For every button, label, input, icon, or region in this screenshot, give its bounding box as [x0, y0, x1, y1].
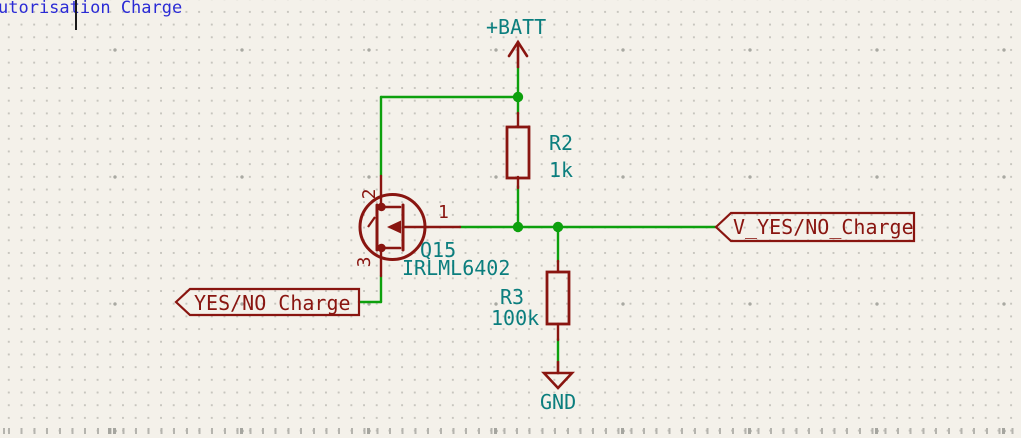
batt-label[interactable]: +BATT: [486, 15, 547, 39]
q15-pin-number-right: 1: [438, 202, 449, 223]
wire-net-gate-divider[interactable]: [458, 184, 718, 264]
global-label-output-shape[interactable]: [714, 211, 916, 243]
global-label-input-shape[interactable]: [174, 287, 361, 317]
q15-value[interactable]: IRLML6402: [402, 256, 511, 280]
r3-ref[interactable]: R3: [500, 285, 525, 309]
resistor-r2[interactable]: [505, 111, 531, 190]
gnd-label[interactable]: GND: [540, 390, 577, 414]
resistor-r3[interactable]: [545, 259, 571, 342]
r3-value[interactable]: 100k: [491, 306, 540, 330]
q15-contact-dot: [377, 202, 386, 212]
power-symbol-batt[interactable]: [507, 39, 529, 69]
junction-dot: [552, 221, 564, 233]
wire-net-batt[interactable]: [379, 65, 520, 178]
wire-net-input[interactable]: [357, 274, 383, 304]
power-symbol-gnd[interactable]: [541, 360, 575, 390]
r2-value[interactable]: 1k: [549, 158, 574, 182]
r3-body[interactable]: [545, 270, 571, 326]
q15-gate-tick: [367, 216, 376, 228]
grid-edge-dashes: [0, 428, 1021, 434]
q15-pin-number-top: 2: [359, 188, 380, 200]
q15-pin-number-bottom: 3: [354, 256, 375, 268]
q15-contact-dot: [377, 243, 386, 253]
gnd-triangle-icon: [541, 371, 575, 390]
r2-body[interactable]: [505, 125, 531, 180]
q15-ref[interactable]: Q15: [420, 238, 457, 262]
r2-ref[interactable]: R2: [549, 131, 574, 155]
batt-arrow-icon: [507, 39, 529, 58]
sheet-title-text[interactable]: utorisation Charge: [0, 0, 183, 18]
junction-dot: [512, 91, 524, 103]
text-cursor: [75, 0, 77, 30]
junction-dot: [512, 221, 524, 233]
global-label-input-text[interactable]: YES/NO_Charge: [194, 291, 351, 315]
q15-body-arrow-icon: [387, 220, 401, 234]
mosfet-q15[interactable]: [358, 174, 462, 278]
global-label-output-text[interactable]: V_YES/NO_Charge: [733, 215, 914, 239]
